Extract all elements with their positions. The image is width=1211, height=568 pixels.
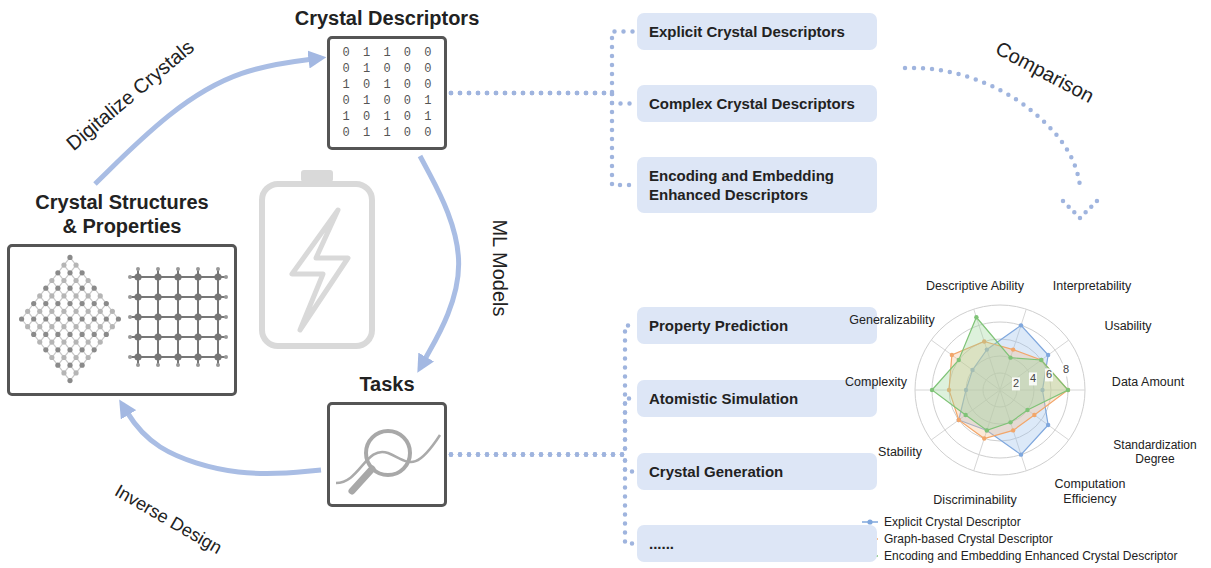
radar-point	[1025, 408, 1029, 412]
cycle-arrow	[95, 58, 321, 184]
box-label: Crystal Generation	[649, 462, 865, 481]
dotted-branch	[451, 399, 633, 455]
task-box: Property Prediction	[637, 307, 877, 344]
radar-point	[1032, 413, 1036, 417]
dotted-branch	[451, 455, 633, 472]
dotted-branch	[451, 326, 633, 455]
axis-label: Stability	[878, 445, 922, 460]
box-label: Complex Crystal Descriptors	[649, 94, 865, 113]
descriptor-type-box: Complex Crystal Descriptors	[637, 85, 877, 122]
radar-point	[982, 436, 986, 440]
frame-border	[7, 244, 237, 396]
matrix-row: 1 0 1 0 1	[332, 109, 442, 125]
matrix-row: 0 1 0 0 0	[332, 61, 442, 77]
edge-label: Digitalize Crystals	[59, 33, 201, 157]
edge-label: Inverse Design	[108, 479, 228, 561]
axis-label: Generalizability	[849, 313, 934, 328]
box-label: Encoding and Embedding Enhanced Descript…	[649, 166, 865, 204]
node-heading: Crystal Structures & Properties	[30, 190, 215, 238]
battery-icon	[262, 170, 372, 346]
axis-label: Discriminability	[933, 493, 1016, 508]
legend-label: Graph-based Crystal Descriptor	[884, 531, 1053, 547]
radar-point	[1011, 347, 1015, 351]
tick-label: 6	[1045, 368, 1053, 381]
axis-label: Usability	[1104, 319, 1151, 334]
edge-label: ML Models	[488, 216, 512, 319]
dotted-branch	[451, 32, 633, 94]
matrix-row: 0 1 1 0 0	[332, 125, 442, 141]
radar-point	[1008, 355, 1012, 359]
node-heading: Tasks	[287, 372, 487, 396]
dotted-branch	[451, 93, 633, 185]
tick-label: 8	[1062, 363, 1070, 376]
radar-point	[1008, 420, 1012, 424]
radar-point	[957, 358, 961, 362]
grid-ring	[915, 305, 1085, 475]
task-box: Atomistic Simulation	[637, 380, 877, 417]
frame-border	[327, 402, 447, 507]
tasks-box: Tasks	[287, 372, 487, 507]
radar-point	[963, 413, 967, 417]
legend-sample	[862, 519, 878, 524]
box-label: ......	[649, 534, 865, 553]
radar-series	[932, 317, 1068, 430]
descriptor-type-box: Explicit Crystal Descriptors	[637, 13, 877, 50]
legend-label: Explicit Crystal Descriptor	[884, 514, 1021, 530]
matrix-row: 1 0 1 0 0	[332, 77, 442, 93]
task-box: Crystal Generation	[637, 453, 877, 490]
cycle-arrow	[420, 156, 459, 368]
axis-label: Computation Efficiency	[1045, 477, 1135, 507]
radar-point	[957, 418, 961, 422]
task-box: ......	[637, 525, 877, 562]
box-label: Property Prediction	[649, 316, 865, 335]
radar-point	[1046, 353, 1050, 357]
tick-label: 2	[1012, 377, 1020, 390]
axis-label: Descriptive Ability	[926, 279, 1024, 294]
radar-point	[957, 418, 961, 422]
radar-chart	[915, 305, 1085, 475]
radar-point	[1039, 358, 1043, 362]
crystal-box: Crystal Structures & Properties	[7, 190, 237, 396]
axis-label: Interpretability	[1053, 279, 1132, 294]
radar-point	[1011, 428, 1015, 432]
descriptor-type-box: Encoding and Embedding Enhanced Descript…	[637, 157, 877, 213]
magnifier-illustration	[330, 405, 444, 504]
radar-point	[974, 315, 978, 319]
radar-point	[950, 353, 954, 357]
radar-point	[1019, 323, 1023, 327]
comparison-label: Comparison	[992, 36, 1098, 108]
tick-label: 4	[1029, 372, 1037, 385]
radar-point	[1046, 423, 1050, 427]
radar-point	[1066, 388, 1070, 392]
comparison-chevron	[1063, 201, 1097, 218]
radar-point	[1039, 358, 1043, 362]
box-label: Atomistic Simulation	[649, 389, 865, 408]
box-label: Explicit Crystal Descriptors	[649, 22, 865, 41]
descriptor-box: Crystal Descriptors0 1 1 0 00 1 0 0 01 0…	[282, 6, 492, 150]
radar-point	[985, 428, 989, 432]
axis-label: Complexity	[845, 375, 907, 390]
node-heading: Crystal Descriptors	[282, 6, 492, 30]
radar-point	[1066, 388, 1070, 392]
radar-point	[1019, 452, 1023, 456]
legend-label: Encoding and Embedding Enhanced Crystal …	[884, 548, 1178, 564]
cycle-arrow	[122, 404, 321, 474]
axis-label: Data Amount	[1112, 375, 1184, 390]
axis-label: Standardization Degree	[1105, 438, 1205, 467]
radar-point	[930, 388, 934, 392]
radar-point	[985, 428, 989, 432]
frame-border: 0 1 1 0 00 1 0 0 01 0 1 0 00 1 0 0 11 0 …	[327, 36, 447, 150]
matrix-row: 0 1 0 0 1	[332, 93, 442, 109]
dotted-branch	[451, 455, 633, 544]
matrix-row: 0 1 1 0 0	[332, 45, 442, 61]
crystal-lattice-illustration	[10, 247, 234, 393]
